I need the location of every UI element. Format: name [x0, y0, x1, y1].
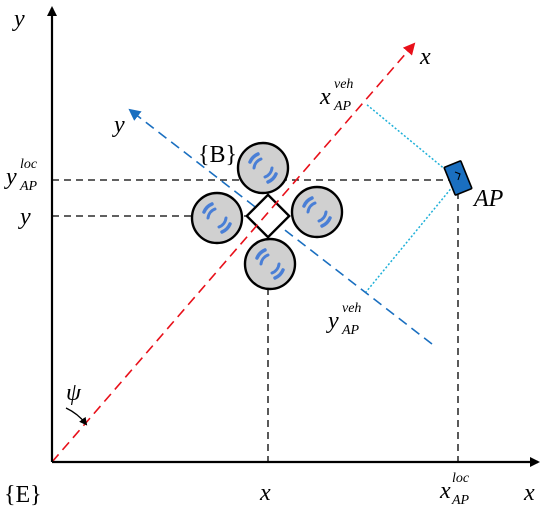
- vehicle-y-label: y: [112, 112, 125, 138]
- quadrotor: [190, 141, 344, 291]
- vehicle-x-axis: [51, 42, 416, 463]
- quadrotor-body: [245, 193, 291, 239]
- vehicle-x-label: x: [419, 44, 431, 70]
- x-ap-veh-label: x veh AP: [319, 77, 353, 114]
- svg-text:AP: AP: [451, 493, 470, 508]
- psi-arc: [65, 407, 88, 426]
- y-ap-veh-label: y veh AP: [326, 301, 361, 338]
- ap-marker-detail: [454, 171, 461, 181]
- svg-text:AP: AP: [333, 99, 352, 114]
- psi-label: ψ: [66, 380, 82, 406]
- svg-text:y: y: [4, 164, 17, 190]
- y-axis-label: y: [12, 6, 25, 32]
- svg-text:veh: veh: [342, 301, 361, 316]
- ap-marker: [443, 160, 473, 196]
- rotor-top: [236, 141, 290, 195]
- svg-text:loc: loc: [20, 157, 38, 172]
- rotor-left: [190, 191, 244, 245]
- projection-lines: [365, 103, 459, 293]
- x-ap-loc-label: x loc AP: [439, 471, 470, 508]
- svg-text:x: x: [319, 84, 331, 110]
- projection-y-veh: [365, 179, 459, 293]
- x-tick-label: x: [259, 480, 271, 506]
- svg-text:veh: veh: [334, 77, 353, 92]
- svg-text:AP: AP: [19, 179, 38, 194]
- x-axis-label: x: [523, 480, 535, 506]
- svg-text:y: y: [326, 308, 339, 334]
- y-ap-loc-label: y loc AP: [4, 157, 38, 194]
- vehicle-y-axis: [128, 108, 433, 345]
- ap-label: AP: [472, 186, 504, 212]
- svg-text:x: x: [439, 478, 451, 504]
- y-tick-label: y: [18, 204, 31, 230]
- body-frame-label: {B}: [198, 142, 237, 168]
- rotor-right: [290, 185, 344, 239]
- svg-text:loc: loc: [452, 471, 470, 486]
- svg-text:AP: AP: [341, 323, 360, 338]
- rotor-bottom: [243, 237, 297, 291]
- earth-frame-label: {E}: [4, 482, 42, 508]
